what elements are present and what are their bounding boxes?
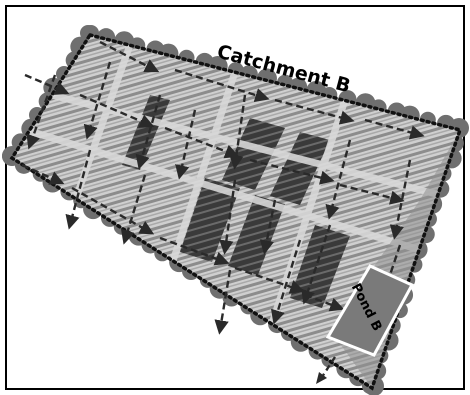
map-canvas: Pond B Catchment B: [0, 0, 470, 395]
catchment-map: Pond B Catchment B: [0, 0, 470, 395]
